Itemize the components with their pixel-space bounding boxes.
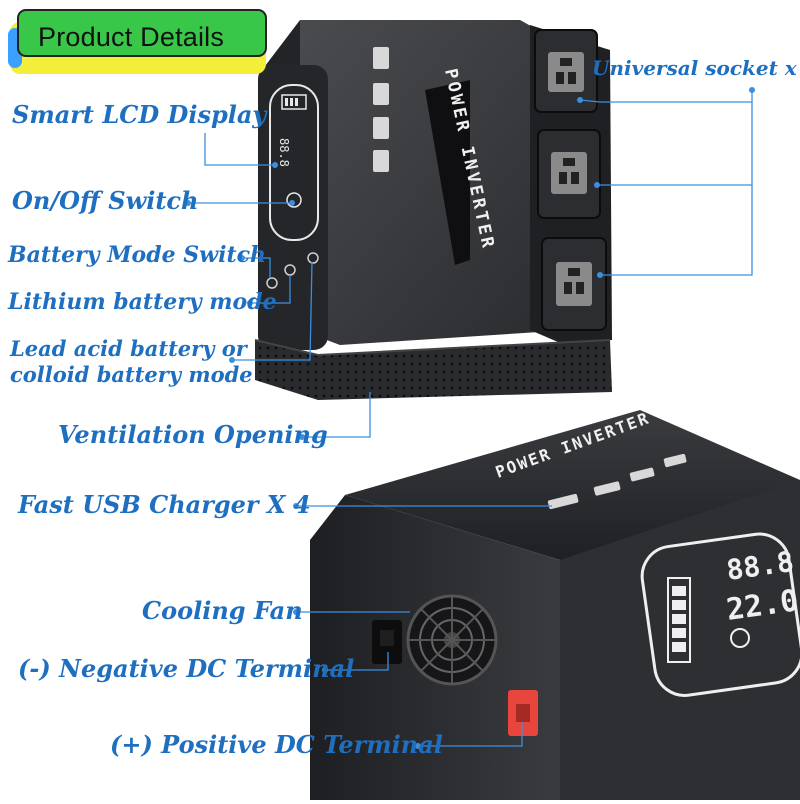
top-device-vent-face [255,340,612,400]
cooling-fan [406,594,498,686]
bottom-usb-ports [547,453,687,510]
label-ventilation: Ventilation Opening [58,420,328,449]
banner-shapes [8,9,267,74]
socket-2 [537,129,601,219]
lcd-power-icon [730,628,750,648]
leader-dots [185,87,755,749]
top-lcd-display: 88.8 [269,84,319,241]
leader-lines [188,90,753,747]
label-usb-charger: Fast USB Charger X 4 [18,490,311,519]
label-smart-lcd: Smart LCD Display [12,100,267,129]
bottom-device-front-panel [560,480,800,800]
label-positive-terminal: (+) Positive DC Terminal [110,730,443,759]
positive-terminal [508,690,538,736]
socket-3 [541,237,607,331]
label-on-off-switch: On/Off Switch [12,186,199,215]
label-cooling-fan: Cooling Fan [142,596,303,625]
mode-button-lead-acid[interactable] [307,252,319,264]
label-lithium-mode: Lithium battery mode [8,289,277,315]
top-usb-ports [373,47,389,172]
label-universal-socket: Universal socket x 3 [592,56,800,80]
label-negative-terminal: (-) Negative DC Terminal [18,654,355,683]
bottom-lcd-display: 88.8 22.0 [640,532,800,697]
top-lcd-readout: 88.8 [277,138,291,167]
top-brand-slash [425,80,470,265]
product-details-banner: Product Details [8,8,270,78]
label-lead-acid-line1: Lead acid battery or [10,336,247,361]
label-lead-acid-line2: colloid battery mode [10,362,253,387]
socket-1 [534,29,598,113]
banner-title: Product Details [38,22,225,52]
top-device: POWER INVERTER 88.8 [254,20,612,400]
negative-terminal [372,620,402,664]
mode-button-power[interactable] [266,277,278,289]
top-device-lid [300,20,570,345]
label-battery-mode-switch: Battery Mode Switch [8,242,267,268]
bottom-device: POWER INVERTER 88.8 22.0 [310,408,800,800]
universal-sockets [534,29,607,331]
